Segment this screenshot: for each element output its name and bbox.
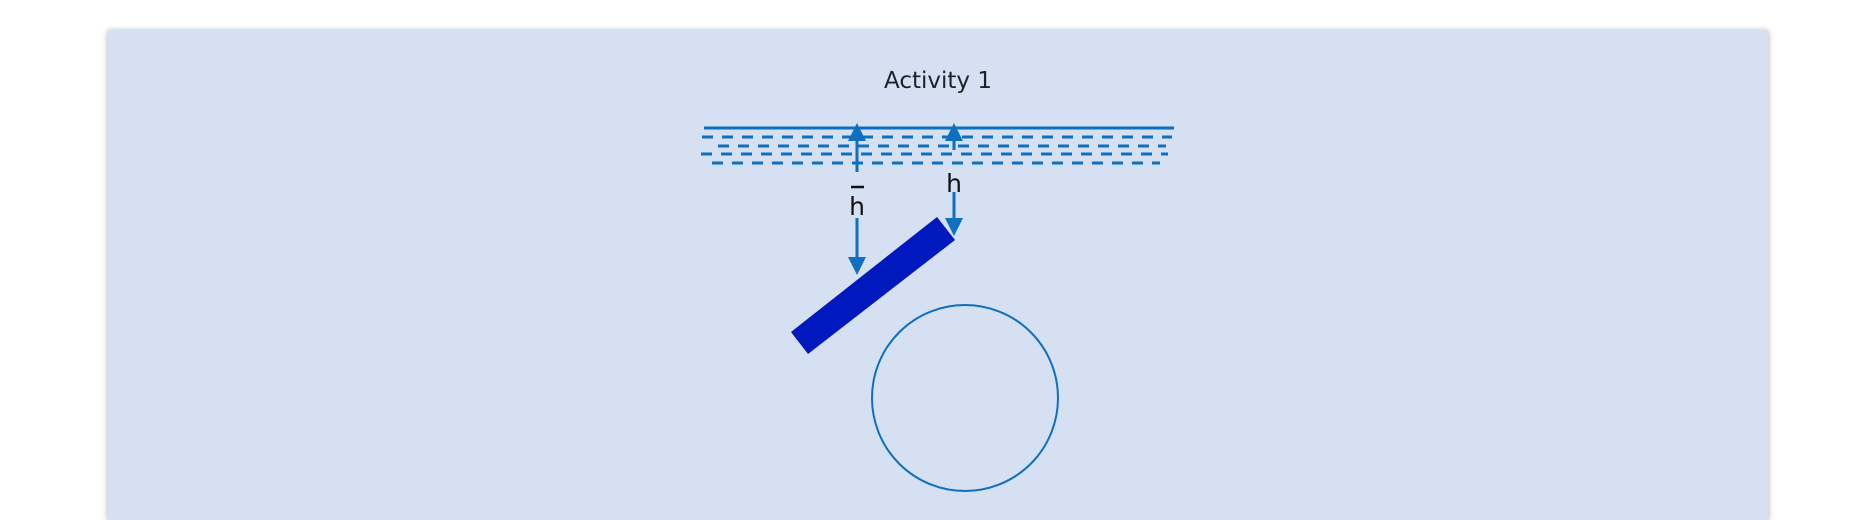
h-bar-arrow: h [848,123,866,275]
activity-card: Activity 1 h h [108,30,1768,520]
h-label: h [946,169,962,198]
submerged-plate-diagram: h h [701,123,1174,492]
h-arrow: h [945,123,963,236]
water-dashes [701,135,1172,165]
activity-title: Activity 1 [884,68,992,94]
circular-plate [871,304,1059,492]
inclined-plate [791,217,955,354]
h-bar-label: h [849,192,865,221]
